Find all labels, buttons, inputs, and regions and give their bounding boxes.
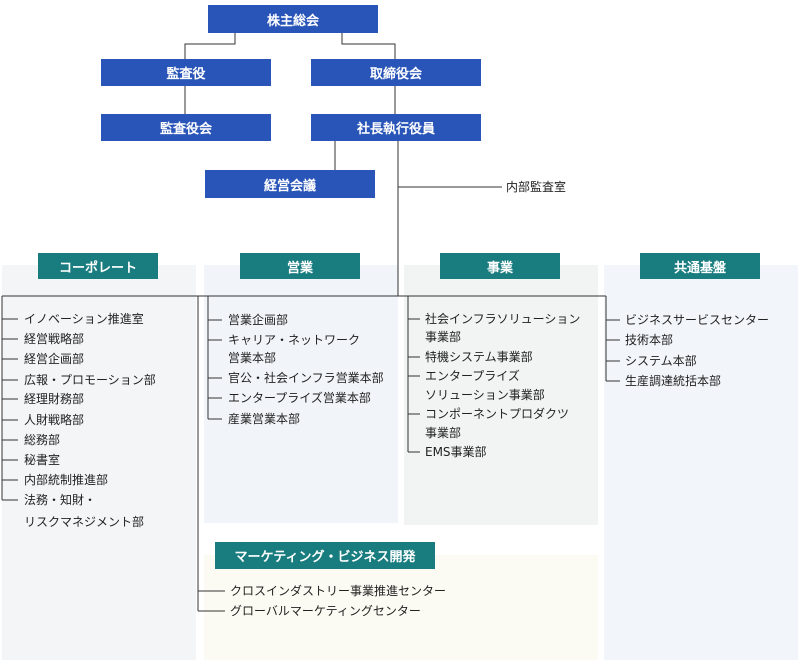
list-item: 官公・社会インフラ営業本部 [228,371,384,385]
list-item: 経営企画部 [24,352,85,366]
business-header: 事業 [440,253,560,279]
business-panel [404,265,598,525]
mgmt-meeting-box: 経営会議 [205,170,375,198]
list-item: 内部統制推進部 [24,473,109,487]
list-item: グローバルマーケティングセンター [230,604,421,618]
common-panel [604,265,798,660]
corporate-panel [2,265,196,660]
shareholders-box: 株主総会 [208,5,378,33]
list-item: 事業部 [425,330,462,344]
list-item: エンタープライズ営業本部 [228,391,371,405]
president-box: 社長執行役員 [311,114,481,141]
corporate-header: コーポレート [38,253,158,279]
internal-audit-label: 内部監査室 [506,180,567,194]
list-item: ビジネスサービスセンター [625,313,770,327]
list-item: 事業部 [425,426,462,440]
list-item: 経理財務部 [24,392,85,406]
marketing-panel [204,555,598,660]
list-item: エンタープライズ [425,369,520,383]
list-item: 広報・プロモーション部 [24,373,156,387]
list-item: クロスインダストリー事業推進センター [230,584,447,598]
list-item: 秘書室 [24,453,61,467]
list-item: 社会インフラソリューション [425,312,581,326]
list-item: イノベーション推進室 [24,312,144,326]
sales-header: 営業 [240,253,360,279]
list-item: ソリューション事業部 [425,388,545,402]
list-item: 特機システム事業部 [425,350,533,364]
list-item: 営業本部 [228,351,277,365]
list-item: EMS事業部 [425,445,487,459]
auditors-box: 監査役 [101,59,271,86]
list-item: 営業企画部 [228,313,289,327]
sales-panel [204,265,398,523]
board-box: 取締役会 [311,59,481,86]
list-item: 生産調達統括本部 [625,374,722,388]
marketing-header: マーケティング・ビジネス開発 [215,542,435,569]
list-item: システム本部 [625,354,697,368]
list-item: 人財戦略部 [24,413,85,427]
list-item: キャリア・ネットワーク [228,333,361,347]
list-item: 法務・知財・ [24,493,97,507]
list-item: 産業営業本部 [228,412,301,426]
list-item: 技術本部 [625,333,674,347]
list-item: 総務部 [24,433,61,447]
list-item: コンポーネントプロダクツ [425,407,570,421]
list-item: 経営戦略部 [24,332,85,346]
common-header: 共通基盤 [640,253,760,279]
audit-board-box: 監査役会 [101,114,271,141]
list-item: リスクマネジメント部 [24,515,145,529]
